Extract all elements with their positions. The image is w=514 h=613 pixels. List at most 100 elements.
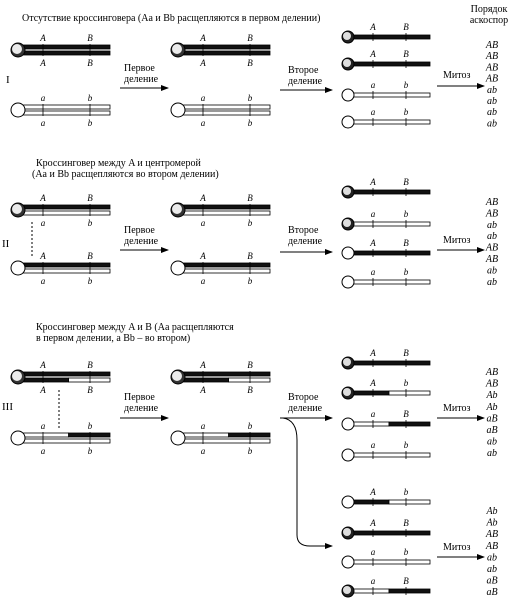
header-line2: аскоспор	[470, 15, 508, 26]
gene-label: a	[41, 218, 46, 228]
gene-label: B	[403, 518, 409, 528]
mitosis-label-II: Митоз	[443, 235, 470, 246]
ascospore-genotype: AB	[485, 541, 498, 552]
svg-text:деление: деление	[124, 236, 159, 247]
gene-label: B	[247, 251, 253, 261]
centromere	[10, 102, 26, 118]
ascospore-genotype: AB	[485, 74, 498, 85]
gene-label: a	[371, 576, 376, 586]
gene-label: a	[201, 276, 206, 286]
ascospore-genotype: ab	[487, 118, 497, 129]
chromatid-segment	[347, 189, 431, 195]
gene-label: A	[369, 348, 376, 358]
gene-label: b	[404, 209, 409, 219]
svg-text:Второе: Второе	[288, 65, 319, 76]
gene-label: B	[403, 348, 409, 358]
chromatid-segment	[347, 34, 431, 40]
gene-label: a	[371, 80, 376, 90]
chromatid-segment	[347, 92, 431, 98]
centromere	[10, 260, 26, 276]
gene-label: A	[199, 33, 206, 43]
gene-label: A	[369, 177, 376, 187]
svg-text:деление: деление	[124, 74, 159, 85]
chromatid-segment	[68, 377, 111, 383]
gene-label: B	[247, 385, 253, 395]
gene-label: A	[369, 487, 376, 497]
second-division-label-I: Второе деление	[288, 65, 323, 87]
gene-label: A	[199, 251, 206, 261]
roman-numeral-II: II	[2, 238, 10, 250]
gene-label: a	[41, 421, 46, 431]
chromatid-segment	[177, 204, 271, 210]
ascospore-genotype: Ab	[485, 390, 497, 401]
first-division-label-II: Первое деление	[124, 225, 159, 247]
svg-text:деление: деление	[288, 236, 323, 247]
chromatid-segment	[17, 104, 111, 110]
mitosis-label-I: Митоз	[443, 70, 470, 81]
gene-label: B	[87, 360, 93, 370]
second-division-label-III: Второе деление	[288, 392, 323, 414]
ascospore-genotype: aB	[486, 425, 497, 436]
gene-label: b	[404, 107, 409, 117]
ascospore-genotype: AB	[485, 367, 498, 378]
chromatid-segment	[177, 104, 271, 110]
gene-label: b	[248, 421, 253, 431]
gene-label: A	[369, 378, 376, 388]
chromatid-segment	[347, 559, 431, 565]
chromatid-segment	[347, 221, 431, 227]
svg-text:Второе: Второе	[288, 225, 319, 236]
ascospore-genotype: AB	[485, 529, 498, 540]
gene-label: B	[247, 33, 253, 43]
svg-text:Первое: Первое	[124, 392, 155, 403]
gene-label: B	[87, 58, 93, 68]
ascospore-genotype: aB	[486, 576, 497, 587]
gene-label: b	[88, 118, 93, 128]
gene-label: A	[199, 193, 206, 203]
chromatid-segment	[388, 588, 431, 594]
ascospore-genotype: ab	[487, 85, 497, 96]
chromatid-segment	[177, 268, 271, 274]
chromatid-segment	[17, 371, 111, 377]
ascospore-genotype: ab	[487, 265, 497, 276]
centromere	[341, 115, 355, 129]
arrows	[31, 83, 485, 560]
section-title-line: Отсутствие кроссинговера (Aa и Bb расщеп…	[22, 13, 320, 24]
ascospore-genotype: Ab	[485, 402, 497, 413]
section-title-line: (Aa и Bb расщепляются во втором делении)	[32, 169, 219, 180]
gene-label: A	[39, 33, 46, 43]
centromere	[341, 495, 355, 509]
section-title-line: Кроссинговер между A и B (Aa расщепляютс…	[36, 322, 234, 333]
gene-label: A	[39, 385, 46, 395]
chromatid-segment	[68, 432, 111, 438]
gene-label: a	[371, 440, 376, 450]
ascospore-genotype: Ab	[485, 506, 497, 517]
centromere	[170, 260, 186, 276]
roman-numeral-I: I	[6, 74, 10, 86]
gene-label: B	[403, 49, 409, 59]
chromatid-segment	[177, 371, 271, 377]
gene-label: b	[248, 276, 253, 286]
gene-label: A	[369, 518, 376, 528]
chromatid-segment	[388, 499, 431, 505]
ascospore-genotype: AB	[485, 62, 498, 73]
ascospore-genotype: ab	[487, 231, 497, 242]
ascospore-genotype: AB	[485, 40, 498, 51]
ascospore-genotype: ab	[487, 107, 497, 118]
